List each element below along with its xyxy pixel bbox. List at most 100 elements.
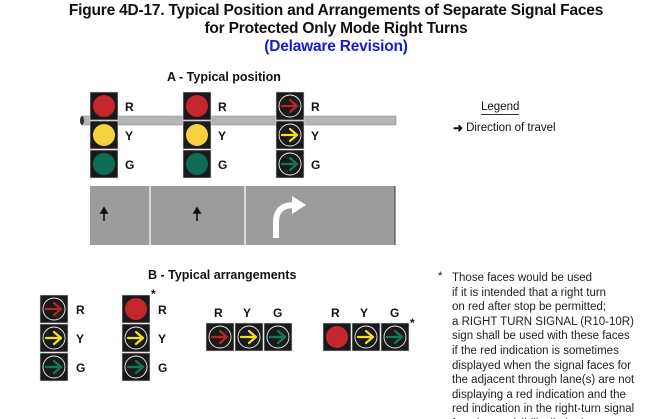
mast-arm [81, 115, 397, 126]
signal-label-g: G [218, 158, 228, 172]
roadway [90, 186, 395, 245]
lens-ring [278, 152, 302, 176]
right-turn-arrow-icon [273, 202, 295, 238]
signal-label-r: R [125, 100, 134, 114]
section-a-heading: A - Typical position [167, 70, 281, 84]
through-arrow-icon [192, 206, 202, 221]
footnote-line: a RIGHT TURN SIGNAL (R10-10R) [452, 315, 634, 328]
red-ball-icon [186, 95, 208, 117]
mast-arm-end [80, 116, 84, 125]
green-arrow-lens [39, 352, 69, 382]
footnote-line: red indication in the right-turn signal [452, 403, 635, 416]
right-arrow-icon [280, 98, 299, 114]
right-arrow-icon [126, 359, 145, 375]
red-ball-icon [326, 326, 348, 348]
figure-title-line2: for Protected Only Mode Right Turns [204, 20, 468, 37]
footnote-line: the adjacent through lane(s) are not [452, 374, 635, 387]
lens-ring [278, 94, 302, 118]
yellow-ball-lens [89, 120, 119, 150]
note-marker: * [438, 271, 443, 283]
figure-title-line1: Figure 4D-17. Typical Position and Arran… [68, 2, 604, 19]
green-arrow-lens [380, 322, 410, 352]
footnote-line: if it is intended that a right turn [452, 286, 607, 299]
red-ball-lens [121, 294, 151, 324]
right-arrow-icon [126, 330, 145, 346]
red-ball-icon [93, 95, 115, 117]
signal-label-g: G [311, 158, 321, 172]
right-arrow-icon [44, 359, 63, 375]
red-arrow-lens [39, 294, 69, 324]
footnote-line: displaying a red indication and the [452, 388, 626, 401]
green-arrow-lens [121, 352, 151, 382]
lens-ring [124, 326, 148, 350]
section-b-heading: B - Typical arrangements [148, 268, 297, 282]
asterisk-marker: * [151, 287, 156, 301]
figure-subtitle: (Delaware Revision) [264, 38, 408, 55]
lens-ring [237, 325, 261, 349]
lens-ring [124, 355, 148, 379]
red-ball-icon [125, 298, 147, 320]
signal-label-g: G [158, 361, 168, 375]
lens-ring [278, 123, 302, 147]
right-arrow-icon [280, 156, 299, 172]
yellow-arrow-lens [234, 322, 264, 352]
red-arrow-lens [275, 91, 305, 121]
direction-arrow-icon: ➜ [453, 121, 464, 135]
green-ball-icon [186, 153, 208, 175]
signal-label-r: R [214, 306, 223, 320]
red-ball-lens [89, 91, 119, 121]
signal-label-y: Y [311, 129, 320, 143]
signal-label-y: Y [218, 129, 227, 143]
signal-label-y: Y [360, 306, 369, 320]
lens-ring [42, 326, 66, 350]
asterisk-marker: * [410, 316, 415, 330]
legend-heading: Legend [481, 101, 520, 115]
right-arrow-icon [44, 301, 63, 317]
signal-label-r: R [158, 303, 167, 317]
green-arrow-lens [263, 322, 293, 352]
legend-item: ➜ Direction of travel [453, 121, 556, 135]
signal-section [121, 352, 151, 382]
red-ball-lens [322, 322, 352, 352]
yellow-ball-icon [186, 124, 208, 146]
red-ball-lens [182, 91, 212, 121]
lens-ring [266, 325, 290, 349]
signal-label-r: R [218, 100, 227, 114]
lens-ring [42, 355, 66, 379]
signal-label-g: G [125, 158, 135, 172]
green-arrow-lens [275, 149, 305, 179]
right-turn-arrowhead-icon [292, 196, 306, 214]
yellow-ball-lens [182, 120, 212, 150]
footnote-line: displayed when the signal faces for [452, 359, 631, 372]
footnote-line: if the red indication is sometimes [452, 344, 619, 357]
footnote-line: face is not visibility limited [452, 417, 672, 419]
signal-label-r: R [331, 306, 340, 320]
footnote-line: Those faces would be used [452, 272, 593, 284]
right-arrow-icon [356, 329, 375, 345]
signal-section [275, 120, 305, 150]
right-arrow-icon [385, 329, 404, 345]
right-arrow-icon [44, 330, 63, 346]
lens-ring [383, 325, 407, 349]
footnote-line: on red after stop be permitted; [452, 301, 607, 314]
green-ball-lens [89, 149, 119, 179]
right-arrow-icon [239, 329, 258, 345]
signal-label-r: R [311, 100, 320, 114]
red-arrow-lens [205, 322, 235, 352]
right-arrow-icon [280, 127, 299, 143]
through-arrow-icon [99, 206, 109, 221]
signal-section [351, 322, 381, 352]
yellow-arrow-lens [39, 323, 69, 353]
signal-label-y: Y [158, 332, 167, 346]
signal-label-y: Y [243, 306, 252, 320]
yellow-arrow-lens [121, 323, 151, 353]
yellow-arrow-lens [275, 120, 305, 150]
yellow-arrow-lens [351, 322, 381, 352]
lens-ring [354, 325, 378, 349]
lens-ring [42, 297, 66, 321]
footnote-line: sign shall be used with these faces [452, 330, 630, 343]
signal-label-y: Y [125, 129, 134, 143]
signal-label-g: G [273, 306, 283, 320]
